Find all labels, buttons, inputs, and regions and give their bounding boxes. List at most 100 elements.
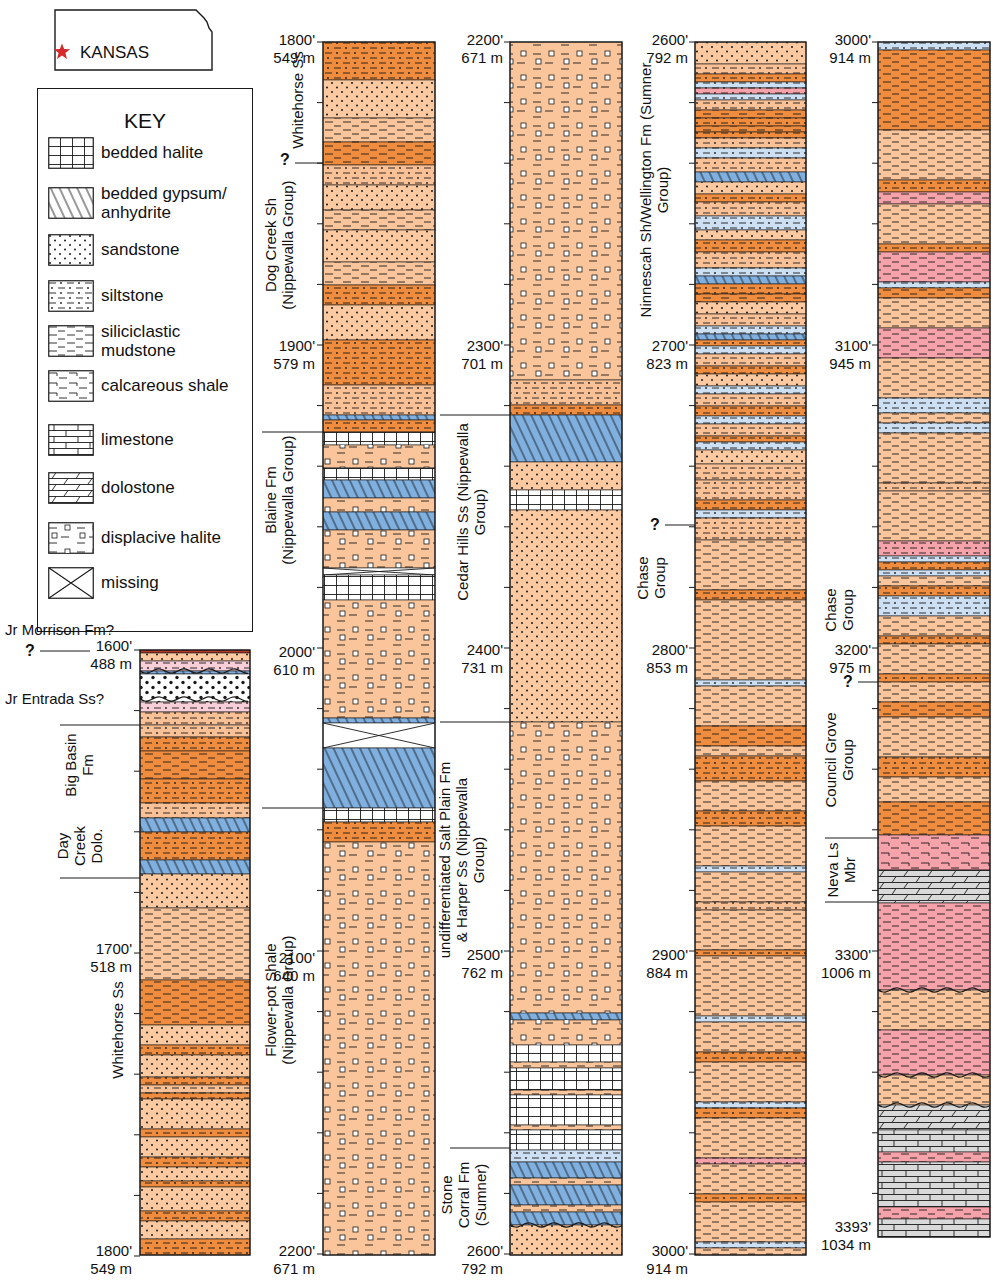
bed xyxy=(878,1162,990,1207)
bed-pattern xyxy=(323,305,435,340)
bed-pattern xyxy=(878,298,990,328)
bed-pattern xyxy=(695,1062,806,1102)
key-heading: KEY xyxy=(38,109,252,133)
bed-pattern xyxy=(695,600,806,680)
bed-pattern xyxy=(878,682,990,702)
formation-boundary xyxy=(262,808,323,809)
bed-pattern xyxy=(695,826,806,866)
formation-name: Whitehorse Ss xyxy=(290,50,307,150)
bed-pattern xyxy=(510,1020,622,1045)
bed-pattern xyxy=(510,1225,622,1255)
bed-pattern xyxy=(695,276,806,284)
bed-pattern xyxy=(140,1045,250,1055)
depth-label: 3393' xyxy=(791,1219,871,1236)
depth-tick xyxy=(689,163,695,164)
bed-pattern xyxy=(695,500,806,510)
depth-tick xyxy=(872,526,878,527)
legend-entry: missing xyxy=(48,561,244,605)
bed xyxy=(510,1150,622,1162)
legend-label: siliciclastic mudstone xyxy=(101,322,244,360)
bed-pattern xyxy=(510,1045,622,1062)
swatch-ground xyxy=(49,425,94,456)
depth-tick xyxy=(872,466,878,467)
bed-pattern xyxy=(140,725,250,737)
depth-tick xyxy=(504,829,510,830)
bed-pattern xyxy=(878,541,990,556)
formation-boundary xyxy=(440,415,510,416)
formation-boundary xyxy=(450,1148,510,1149)
bed-pattern xyxy=(510,405,622,415)
swatch-ground xyxy=(49,568,94,599)
swatch-pattern xyxy=(49,188,93,218)
bed xyxy=(695,872,806,902)
legend-label: calcareous shale xyxy=(101,376,244,395)
bed-pattern xyxy=(695,1016,806,1022)
bed-pattern xyxy=(695,436,806,442)
bed xyxy=(695,464,806,480)
depth-tick xyxy=(689,587,695,588)
bed xyxy=(510,380,622,405)
bed-pattern xyxy=(323,262,435,285)
depth-tick xyxy=(134,1134,140,1135)
formation-name: Flower-pot Shale (Nippewalla Group) xyxy=(263,915,297,1085)
unit-name: Jr Entrada Ss? xyxy=(5,691,135,708)
legend-swatch xyxy=(48,280,94,312)
swatch-ground xyxy=(49,235,94,266)
bed xyxy=(695,1242,806,1248)
depth-tick xyxy=(872,951,878,952)
bed-pattern xyxy=(695,910,806,950)
depth-tick xyxy=(504,405,510,406)
bed-pattern xyxy=(510,1090,622,1095)
depth-tick xyxy=(872,708,878,709)
depth-tick xyxy=(317,1254,323,1255)
bed-pattern xyxy=(323,808,435,822)
bed xyxy=(878,556,990,562)
bed xyxy=(140,779,250,803)
bed-pattern xyxy=(878,1219,990,1237)
bed-pattern xyxy=(510,1068,622,1090)
formation-name: Whitehorse Ss xyxy=(110,955,127,1105)
swatch-pattern xyxy=(49,371,93,401)
bed-pattern xyxy=(695,42,806,64)
bed xyxy=(140,1077,250,1085)
bed xyxy=(878,802,990,835)
bed-pattern xyxy=(878,244,990,252)
depth-label: 2900' xyxy=(608,947,688,964)
depth-label: 3200' xyxy=(791,642,871,659)
bed-pattern xyxy=(140,712,250,725)
depth-tick xyxy=(504,587,510,588)
depth-tick xyxy=(504,769,510,770)
bed-pattern xyxy=(323,842,435,1255)
legend-entry: bedded gypsum/ anhydrite xyxy=(48,181,244,225)
bed-pattern xyxy=(140,737,250,751)
bed-pattern xyxy=(140,1085,250,1093)
bed xyxy=(695,294,806,302)
bed xyxy=(323,285,435,305)
bed-pattern xyxy=(695,406,806,416)
bed xyxy=(695,366,806,374)
bed xyxy=(695,500,806,510)
bed-pattern xyxy=(323,575,435,600)
uncertain-contact: ? xyxy=(25,642,35,660)
depth-tick xyxy=(504,526,510,527)
depth-label: 2600' xyxy=(423,1243,503,1260)
bed xyxy=(510,1068,622,1090)
bed-pattern xyxy=(878,835,990,870)
depth-tick xyxy=(504,223,510,224)
bed-pattern xyxy=(695,726,806,746)
depth-label: 671 m xyxy=(235,1261,315,1278)
bed xyxy=(140,832,250,860)
legend-swatch xyxy=(48,472,94,504)
bed-pattern xyxy=(323,118,435,142)
legend-swatch xyxy=(48,424,94,456)
bed-pattern xyxy=(510,42,622,380)
depth-label: 792 m xyxy=(423,1261,503,1278)
depth-tick xyxy=(317,526,323,527)
bed xyxy=(878,674,990,682)
bed xyxy=(695,240,806,252)
bed-pattern xyxy=(878,644,990,674)
bed-pattern xyxy=(140,751,250,779)
depth-tick xyxy=(504,1193,510,1194)
depth-tick xyxy=(872,1072,878,1073)
bed xyxy=(878,717,990,757)
